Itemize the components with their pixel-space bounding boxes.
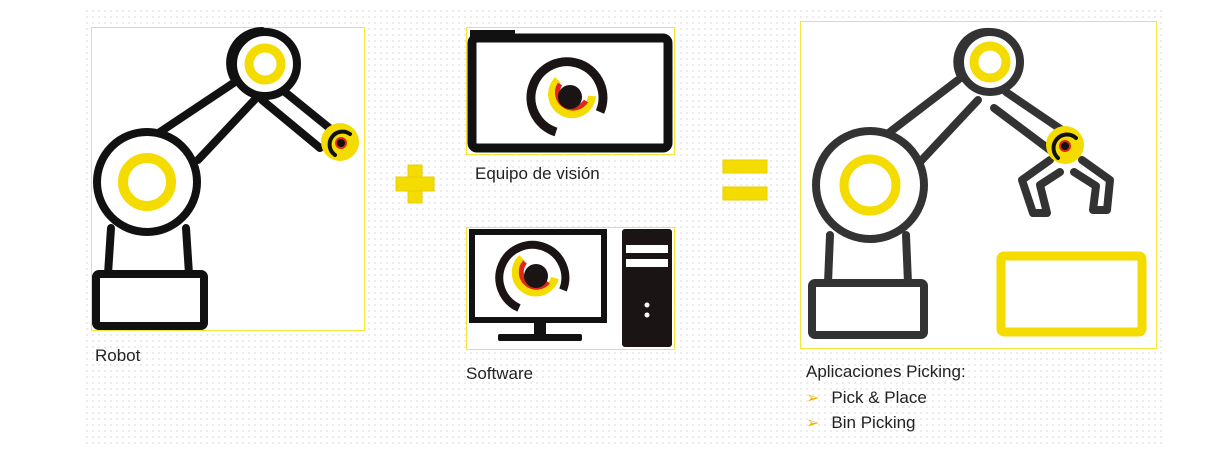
robot-arm-icon xyxy=(92,27,359,330)
applications-title: Aplicaciones Picking: xyxy=(806,362,966,381)
vision-label: Equipo de visión xyxy=(475,164,600,183)
robot-label: Robot xyxy=(95,346,141,365)
arrow-bullet-icon: ➢ xyxy=(806,390,820,407)
arrow-bullet-icon: ➢ xyxy=(806,415,820,432)
software-label: Software xyxy=(466,364,534,383)
camera-icon xyxy=(467,30,673,153)
application-label: Bin Picking xyxy=(831,413,916,432)
application-label: Pick & Place xyxy=(831,388,927,407)
equals-icon xyxy=(722,159,768,201)
picking-robot-icon xyxy=(808,27,1147,339)
computer-icon xyxy=(469,229,672,347)
application-item: ➢ Bin Picking xyxy=(806,413,916,433)
application-item: ➢ Pick & Place xyxy=(806,388,927,408)
plus-icon xyxy=(395,164,435,204)
